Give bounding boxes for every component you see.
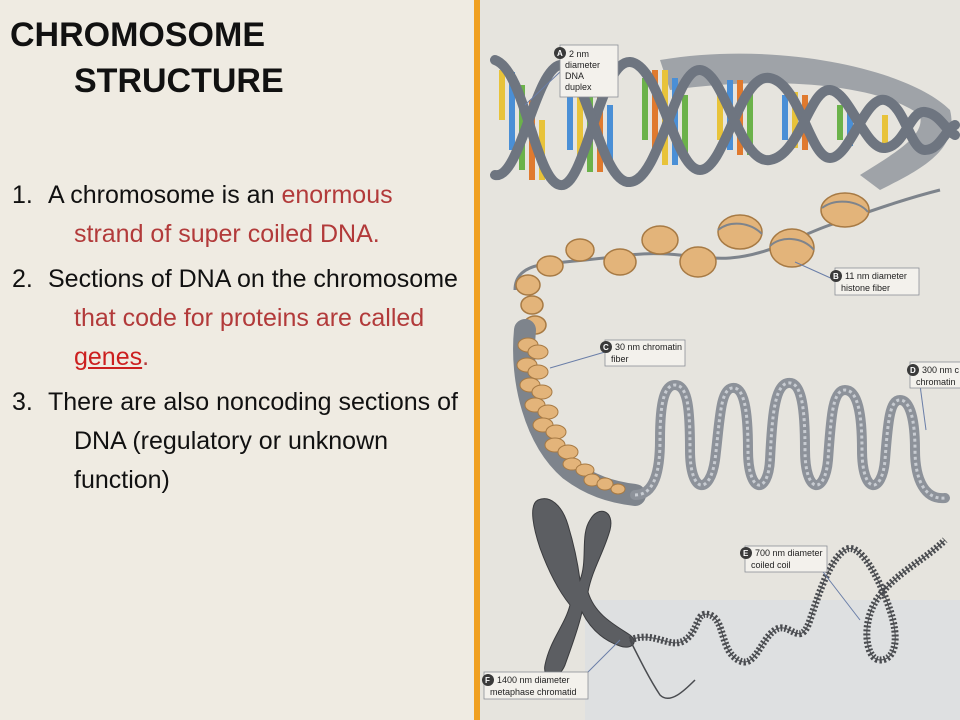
- label-e-letter: E: [743, 549, 749, 558]
- label-c-line1: 30 nm chromatin: [615, 342, 682, 352]
- title-line-2: STRUCTURE: [74, 62, 284, 100]
- label-b: B 11 nm diameter histone fiber: [794, 261, 920, 296]
- label-a: A 2 nm diameter DNA duplex: [524, 44, 619, 106]
- label-d-line2: chromatin: [916, 377, 956, 387]
- list-item: 1.A chromosome is an enormous strand of …: [12, 181, 393, 248]
- list-item: 2.Sections of DNA on the chromosome that…: [12, 265, 458, 371]
- title-line-1: CHROMOSOME: [10, 16, 265, 54]
- text-panel: CHROMOSOME STRUCTURE 1.A chromosome is a…: [0, 0, 470, 720]
- label-b-letter: B: [833, 272, 839, 281]
- label-e: E 700 nm diameter coiled coil: [740, 545, 861, 621]
- label-d-letter: D: [910, 366, 916, 375]
- label-c-line2: fiber: [611, 354, 629, 364]
- label-a-line3: DNA: [565, 71, 584, 81]
- bullet-list: 1.A chromosome is an enormous strand of …: [12, 176, 467, 506]
- label-d-line1: 300 nm c: [922, 365, 960, 375]
- label-b-line2: histone fiber: [841, 283, 890, 293]
- orange-divider: [474, 0, 480, 720]
- slide-title: CHROMOSOME STRUCTURE: [10, 12, 284, 104]
- label-f-line1: 1400 nm diameter: [497, 675, 570, 685]
- label-e-line2: coiled coil: [751, 560, 791, 570]
- list-item: 3.There are also noncoding sections of D…: [12, 388, 458, 494]
- label-d: D 300 nm c chromatin: [907, 361, 960, 431]
- label-f-letter: F: [485, 676, 490, 685]
- metaphase-chromosome: [532, 498, 635, 678]
- label-e-line1: 700 nm diameter: [755, 548, 823, 558]
- genes-link[interactable]: genes: [74, 343, 143, 371]
- chromatin-fiber-30nm: [513, 319, 646, 506]
- helix-ribbon: [660, 53, 952, 191]
- label-f: F 1400 nm diameter metaphase chromatid: [482, 639, 621, 700]
- label-c: C 30 nm chromatin fiber: [549, 339, 686, 369]
- label-b-line1: 11 nm diameter: [845, 271, 907, 281]
- label-a-line4: duplex: [565, 82, 592, 92]
- label-a-line2: diameter: [565, 60, 600, 70]
- label-c-letter: C: [603, 343, 609, 352]
- chromosome-diagram: A 2 nm diameter DNA duplex: [480, 0, 960, 720]
- label-f-line2: metaphase chromatid: [490, 687, 577, 697]
- label-a-line1: 2 nm: [569, 49, 589, 59]
- label-a-letter: A: [557, 49, 563, 58]
